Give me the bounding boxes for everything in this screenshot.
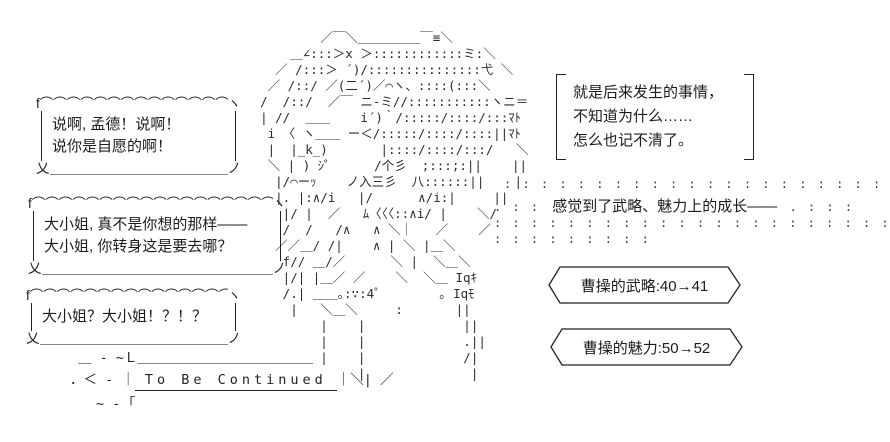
stat-box-label: 曹操的魅力:50→52	[582, 339, 711, 357]
bubble-corner-tl: f	[26, 288, 30, 303]
bubble-text-line: 说你是自愿的啊！	[52, 138, 173, 155]
bubble-corner-bl: 乂	[26, 331, 40, 346]
bubble-corner-br: ノ	[272, 261, 287, 276]
narration-line: 不知道为什么……	[573, 108, 694, 125]
narration-line: 就是后来发生的事情，	[573, 84, 724, 101]
status-growth-message: . : : 感觉到了武略、魅力上的成长—— . : : :	[494, 195, 854, 216]
stat-box-label: 曹操的武略:40→41	[580, 277, 709, 295]
bubble-frame-top: f⌒⌒⌒⌒⌒⌒⌒⌒⌒⌒⌒⌒⌒⌒⌒⌒⌒⌒⌒⌒⌒⌒ヽ	[36, 96, 241, 111]
bubble-frame-top: f⌒⌒⌒⌒⌒⌒⌒⌒⌒⌒⌒⌒⌒⌒⌒⌒⌒⌒⌒⌒⌒⌒ヽ	[26, 288, 241, 303]
dot-pattern-bottom: : : : : : : : : : : : : :	[494, 232, 646, 246]
bubble-frame-bottom: 乂＿＿＿＿＿＿＿＿＿＿＿＿＿＿＿＿＿＿＿＿ノ	[36, 161, 241, 176]
bubble-underline: ＿＿＿＿＿＿＿＿＿＿＿＿＿＿＿＿＿＿＿＿	[41, 261, 273, 276]
footer-prefix: ．＜ - ｜	[70, 372, 135, 388]
bubble-text-line: 大小姐, 真不是你想的那样——	[44, 216, 248, 233]
to-be-continued: To Be Continued	[134, 372, 337, 391]
bubble-corner-tr: ヽ	[227, 288, 242, 303]
bubble-text-line: 大小姐？大小姐！？！？	[42, 308, 208, 325]
speech-bubble-3: f⌒⌒⌒⌒⌒⌒⌒⌒⌒⌒⌒⌒⌒⌒⌒⌒⌒⌒⌒⌒⌒⌒ヽ 大小姐？大小姐！？！？ 乂＿＿…	[26, 288, 241, 346]
speech-bubble-2: f⌒⌒⌒⌒⌒⌒⌒⌒⌒⌒⌒⌒⌒⌒⌒⌒⌒⌒⌒⌒⌒⌒ヽ 大小姐, 真不是你想的那样——…	[28, 196, 286, 276]
bubble-corner-bl: 乂	[28, 261, 42, 276]
bubble-corner-tl: f	[28, 196, 32, 211]
bubble-frame-top: f⌒⌒⌒⌒⌒⌒⌒⌒⌒⌒⌒⌒⌒⌒⌒⌒⌒⌒⌒⌒⌒⌒ヽ	[28, 196, 286, 211]
status-text: 感觉到了武略、魅力上的成长——	[552, 198, 778, 215]
bubble-body: 大小姐, 真不是你想的那样—— 大小姐, 你转身这是要去哪？	[33, 211, 281, 261]
bubble-wave-line: ⌒⌒⌒⌒⌒⌒⌒⌒⌒⌒⌒⌒⌒⌒⌒⌒⌒⌒⌒⌒⌒⌒	[31, 196, 273, 211]
footer-tilde-mark: ~ - ｢	[96, 396, 136, 412]
hexagon-frame	[550, 328, 743, 366]
footer-suffix: ｜＼| ／	[336, 372, 394, 388]
bubble-corner-bl: 乂	[36, 161, 50, 176]
footer-top-line: ＿ - ~Ｌ＿＿＿＿＿＿＿＿＿＿＿＿＿	[78, 350, 314, 366]
ascii-art-character: ／￣＼＿＿＿＿＿￣≡＼ ＿∠:::＞x ＞::::::::::::ミ:＼ ／ /…	[260, 30, 529, 381]
narration-box: 就是后来发生的事情， 不知道为什么…… 怎么也记不清了。	[556, 74, 754, 160]
bubble-body: 大小姐？大小姐！？！？	[31, 303, 236, 331]
bubble-text-line: 说啊, 孟德！说啊！	[52, 116, 181, 133]
bubble-corner-tr: ヽ	[272, 196, 287, 211]
dot-pattern-middle: : : : : : : : : : : : : : : : : : : : : …	[494, 216, 886, 230]
hexagon-frame	[548, 266, 741, 304]
narration-line: 怎么也记不清了。	[573, 132, 694, 149]
speech-bubble-1: f⌒⌒⌒⌒⌒⌒⌒⌒⌒⌒⌒⌒⌒⌒⌒⌒⌒⌒⌒⌒⌒⌒ヽ 说啊, 孟德！说啊！ 说你是自…	[36, 96, 241, 176]
bubble-wave-line: ⌒⌒⌒⌒⌒⌒⌒⌒⌒⌒⌒⌒⌒⌒⌒⌒⌒⌒⌒⌒⌒⌒	[29, 288, 228, 303]
stat-box-border	[548, 266, 741, 304]
bubble-wave-line: ⌒⌒⌒⌒⌒⌒⌒⌒⌒⌒⌒⌒⌒⌒⌒⌒⌒⌒⌒⌒⌒⌒	[39, 96, 228, 111]
bubble-corner-tr: ヽ	[227, 96, 242, 111]
bubble-body: 说啊, 孟德！说啊！ 说你是自愿的啊！	[41, 111, 236, 161]
bubble-corner-tl: f	[36, 96, 40, 111]
bubble-text-line: 大小姐, 你转身这是要去哪？	[44, 238, 233, 255]
status-prefix-dots: . : :	[494, 200, 541, 214]
stat-box-charm: 曹操的魅力:50→52	[550, 328, 743, 366]
bubble-underline: ＿＿＿＿＿＿＿＿＿＿＿＿＿＿＿＿＿＿＿＿	[39, 331, 228, 346]
bubble-frame-bottom: 乂＿＿＿＿＿＿＿＿＿＿＿＿＿＿＿＿＿＿＿＿ノ	[26, 331, 241, 346]
stat-box-border	[550, 328, 743, 366]
bubble-underline: ＿＿＿＿＿＿＿＿＿＿＿＿＿＿＿＿＿＿＿＿	[49, 161, 228, 176]
dot-pattern-top: : : : : : : : : : : : : : : : : : : : : …	[504, 177, 888, 191]
bubble-frame-bottom: 乂＿＿＿＿＿＿＿＿＿＿＿＿＿＿＿＿＿＿＿＿ノ	[28, 261, 286, 276]
bubble-corner-br: ノ	[227, 161, 242, 176]
footer-main-line: ．＜ - ｜To Be Continued｜＼| ／	[70, 368, 394, 391]
status-suffix-dots: . : : :	[789, 200, 855, 214]
bubble-corner-br: ノ	[227, 331, 242, 346]
stat-box-valor: 曹操的武略:40→41	[548, 266, 741, 304]
